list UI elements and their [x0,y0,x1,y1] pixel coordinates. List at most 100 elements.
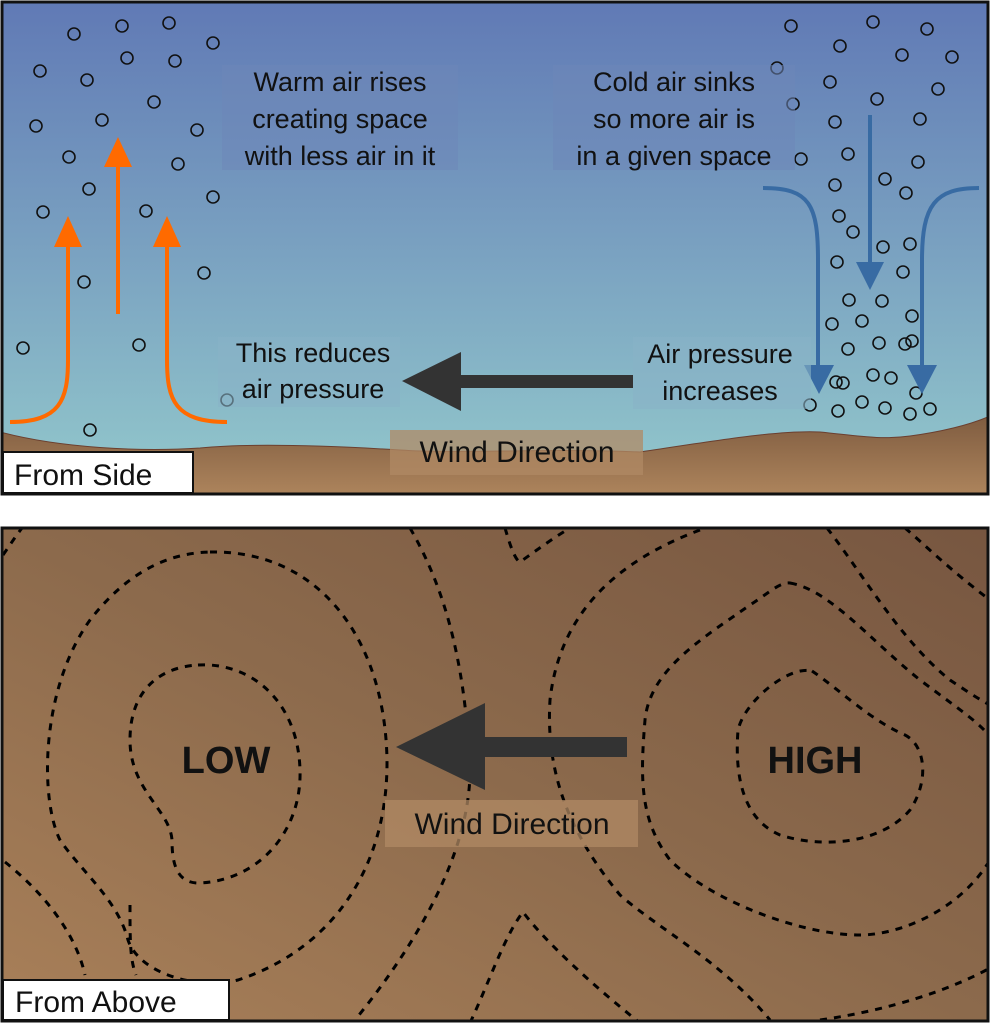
air-molecule [866,15,880,29]
side-panel-frame [0,0,990,496]
isobar-top-v [503,529,571,564]
air-molecule [846,225,860,239]
isobar-right-1 [825,529,987,706]
air-molecule [896,265,910,279]
air-molecule [842,293,856,307]
air-molecule [875,294,889,308]
reduces-text-box [218,337,400,407]
above-view-panel: LOW HIGH Wind Direction [3,529,987,1020]
air-molecule [911,155,925,169]
wind-direction-arrow [402,352,633,411]
air-molecule [206,190,220,204]
air-molecule [171,157,185,171]
air-molecule [162,16,176,30]
air-molecule [825,317,839,331]
air-molecule [884,371,898,385]
air-molecule [829,375,843,389]
air-molecule [833,39,847,53]
air-molecule [841,342,855,356]
air-molecule [899,186,913,200]
high-pressure-label: HIGH [768,740,863,782]
isobar-low-outer [46,550,389,985]
air-molecule [80,73,94,87]
air-molecule [841,147,855,161]
arrow-up-icon [153,216,181,247]
arrow-down-icon [907,365,937,394]
cold-air-arrows [762,115,980,370]
air-molecules [16,15,959,437]
air-molecule [855,395,869,409]
isobar-right-2 [904,529,987,600]
air-molecule [77,275,91,289]
air-molecule [878,401,892,415]
air-molecule [784,19,798,33]
from-side-caption: From Side [14,459,152,492]
arrow-up-icon [104,137,132,167]
isobar-contours [3,529,987,1020]
air-molecule [147,95,161,109]
cold-text-line-1: Cold air sinks [593,67,755,97]
air-molecule [197,266,211,280]
isobar-middle-left [353,529,472,1020]
air-molecule [836,376,850,390]
air-molecule [923,402,937,416]
arrow-left-icon [402,352,461,411]
increases-text-box [633,337,811,409]
air-molecule [905,309,919,323]
cold-arrowheads [804,262,937,394]
map-background [3,529,987,1020]
side-view-panel: Warm air rises creating space with less … [3,3,987,493]
warm-text-line-2: creating space [252,104,428,134]
increases-text-line-1: Air pressure [647,339,793,369]
wind-direction-label-above: Wind Direction [414,808,609,841]
air-molecule [876,240,890,254]
air-molecule [139,204,153,218]
air-molecule [29,119,43,133]
air-molecule [905,334,919,348]
isobar-bottom-peak [469,909,639,1020]
isobar-left-bottom [4,860,87,976]
isobar-left-low-tail [128,904,138,976]
wind-label-box [390,430,643,475]
cold-arrow-right [920,186,980,370]
air-molecule [903,407,917,421]
air-molecule [920,22,934,36]
warm-arrow-right [165,240,228,424]
air-molecule [872,336,886,350]
air-molecule [878,172,892,186]
warm-text-line-3: with less air in it [244,141,436,171]
arrow-down-icon [804,365,834,394]
warm-arrowheads [54,137,181,247]
isobar-high-inner [735,668,925,844]
air-molecule [120,51,134,65]
warm-text-line-1: Warm air rises [254,67,427,97]
air-molecule [36,205,50,219]
air-molecule [832,209,846,223]
air-molecule [67,27,81,41]
isobar-right-bottom [819,967,987,1020]
air-molecule [33,64,47,78]
increases-text-line-2: increases [662,376,778,406]
air-molecule [132,338,146,352]
cold-text-line-3: in a given space [576,141,771,171]
air-molecule [115,19,129,33]
air-molecule [945,50,959,64]
wind-label-box-above [385,800,638,847]
from-above-caption: From Above [15,986,177,1019]
air-molecule [828,115,842,129]
sky-background [3,3,987,493]
air-molecule [866,368,880,382]
warm-text-box [222,65,458,170]
air-molecule [168,54,182,68]
wind-direction-label: Wind Direction [419,436,614,469]
air-molecule [913,112,927,126]
cold-text-line-2: so more air is [593,104,755,134]
air-molecule [898,337,912,351]
warm-arrow-left [9,240,70,424]
air-molecule [190,123,204,137]
air-molecule [903,237,917,251]
air-molecule [830,255,844,269]
low-pressure-label: LOW [182,740,271,782]
air-molecule [931,82,945,96]
air-molecule [855,314,869,328]
